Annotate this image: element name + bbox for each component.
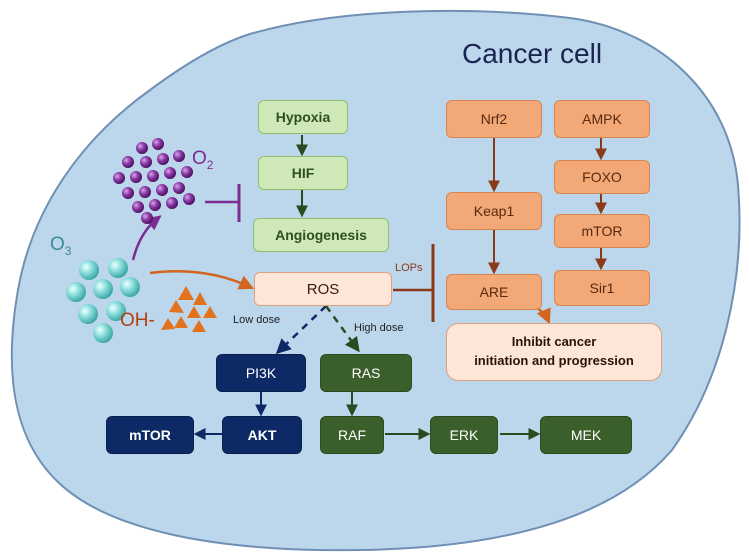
node-mtor-left: mTOR (106, 416, 194, 454)
node-pi3k: PI3K (216, 354, 306, 392)
node-angiogenesis: Angiogenesis (253, 218, 389, 252)
ozone-molecule-cluster (66, 258, 140, 343)
node-ros: ROS (254, 272, 392, 306)
arrow-ros-pi3k (275, 305, 327, 355)
node-erk: ERK (430, 416, 498, 454)
cell-title: Cancer cell (462, 38, 603, 69)
node-nrf2: Nrf2 (446, 100, 542, 138)
node-keap1: Keap1 (446, 192, 542, 230)
node-hif: HIF (258, 156, 348, 190)
high-dose-label: High dose (354, 322, 404, 334)
oxygen-label: O2 (192, 148, 214, 172)
node-ampk: AMPK (554, 100, 650, 138)
ozone-label: O3 (50, 234, 72, 258)
inhibit-line-2: initiation and progression (474, 353, 634, 368)
hydroxyl-particle-cluster (161, 286, 217, 332)
lops-label: LOPs (395, 262, 423, 274)
arrow-o3-o2 (131, 215, 162, 261)
node-are: ARE (446, 274, 542, 310)
node-sir1: Sir1 (554, 270, 650, 306)
node-hypoxia: Hypoxia (258, 100, 348, 134)
node-mtor-right: mTOR (554, 214, 650, 248)
low-dose-label: Low dose (233, 314, 281, 326)
node-foxo: FOXO (554, 160, 650, 194)
node-ras: RAS (320, 354, 412, 392)
node-mek: MEK (540, 416, 632, 454)
hydroxyl-label: OH- (120, 310, 155, 331)
arrow-ros-ras (324, 305, 360, 353)
arrow-o3-ros (149, 270, 255, 290)
inhibit-line-1: Inhibit cancer (511, 334, 597, 350)
node-raf: RAF (320, 416, 384, 454)
node-akt: AKT (222, 416, 302, 454)
node-inhibit-cancer: Inhibit cancer initiation and progressio… (446, 323, 662, 381)
oxygen-molecule-cluster (113, 138, 195, 224)
